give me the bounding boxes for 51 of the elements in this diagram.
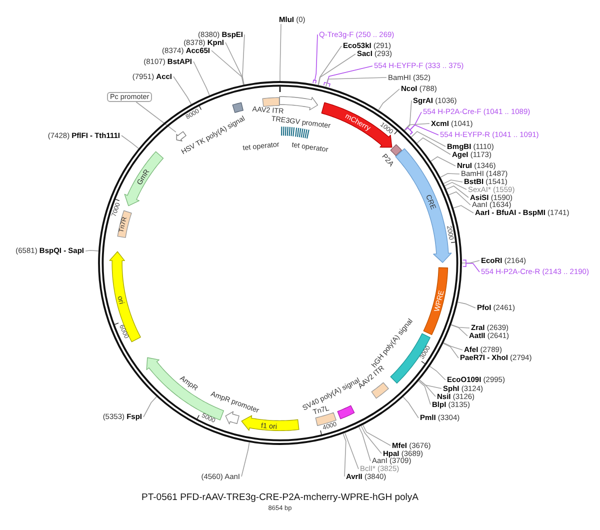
leader-line xyxy=(418,380,431,405)
leader-line xyxy=(410,131,446,147)
leader-line xyxy=(85,250,99,252)
leader-line xyxy=(193,61,210,96)
leader-line xyxy=(462,260,480,264)
leader-line xyxy=(429,366,446,380)
leader-line xyxy=(360,425,382,454)
leader-line xyxy=(440,173,460,178)
directional-feature xyxy=(108,251,142,342)
leader-line xyxy=(453,205,474,214)
leader-line xyxy=(121,135,139,149)
leader-line xyxy=(405,124,439,136)
leader-line xyxy=(362,424,391,446)
leader-line xyxy=(318,46,342,86)
leader-line xyxy=(136,102,176,132)
leader-line xyxy=(457,302,476,308)
leader-line xyxy=(450,324,470,328)
leader-line xyxy=(280,24,282,82)
directional-feature xyxy=(124,150,164,206)
leader-line xyxy=(419,380,436,397)
leader-line xyxy=(323,66,373,88)
leader-line xyxy=(442,342,459,358)
leader-line xyxy=(444,182,467,190)
leader-line xyxy=(342,433,346,477)
leader-line xyxy=(312,34,318,84)
leader-line xyxy=(446,186,469,198)
leader-line xyxy=(462,260,480,272)
leader-line xyxy=(225,42,244,86)
leader-line xyxy=(318,54,356,86)
leader-line xyxy=(404,100,412,131)
feature-block xyxy=(422,266,448,336)
leader-line xyxy=(143,396,157,418)
leader-line xyxy=(242,34,245,85)
directional-feature xyxy=(176,130,187,142)
leader-line xyxy=(430,156,456,166)
leader-line xyxy=(344,432,359,470)
leader-line xyxy=(241,442,250,477)
leader-line xyxy=(443,342,463,350)
leader-line xyxy=(325,77,387,88)
leader-line xyxy=(402,396,419,418)
leader-line xyxy=(443,180,463,184)
leader-line xyxy=(404,123,430,131)
plasmid-title: PT-0561 PFD-rAAV-TRE3g-CRE-P2A-mcherry-WPRE-hGH polyA xyxy=(142,493,418,503)
leader-line xyxy=(450,324,468,336)
leader-line xyxy=(173,76,192,105)
leader-line xyxy=(448,191,471,206)
leader-line xyxy=(358,426,371,462)
directional-feature xyxy=(241,415,300,432)
leader-line xyxy=(378,88,400,110)
leader-line xyxy=(211,50,244,86)
leader-line xyxy=(416,137,451,155)
